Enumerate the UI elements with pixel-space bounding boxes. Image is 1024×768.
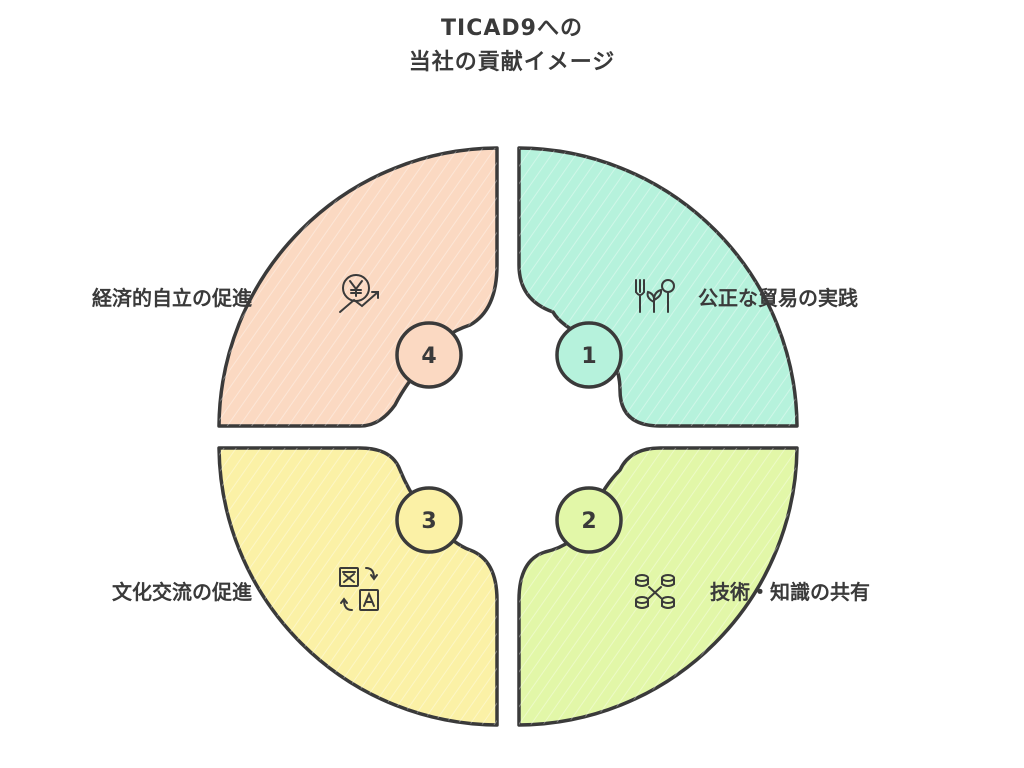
number-2: 2 bbox=[581, 509, 596, 534]
quadrant-1-hatch bbox=[519, 148, 797, 426]
quadrant-2-hatch bbox=[519, 448, 797, 725]
number-3: 3 bbox=[421, 509, 436, 534]
number-badge-4: 4 bbox=[395, 321, 463, 389]
utensils-plant-icon bbox=[635, 279, 675, 313]
yen-growth-icon bbox=[339, 274, 379, 313]
label-item-3: 文化交流の促進 bbox=[112, 580, 252, 604]
number-badge-2: 2 bbox=[555, 486, 623, 554]
number-badge-1: 1 bbox=[555, 321, 623, 389]
number-4: 4 bbox=[421, 344, 436, 369]
label-item-2: 技術・知識の共有 bbox=[710, 580, 870, 604]
diagram-title: TICAD9への 当社の貢献イメージ bbox=[0, 12, 1024, 80]
network-exchange-icon bbox=[635, 574, 675, 609]
title-line-2: 当社の貢献イメージ bbox=[408, 50, 616, 75]
label-item-4: 経済的自立の促進 bbox=[92, 286, 252, 310]
label-item-1: 公正な貿易の実践 bbox=[698, 286, 858, 310]
number-1: 1 bbox=[581, 344, 596, 369]
number-badge-3: 3 bbox=[395, 486, 463, 554]
translate-icon bbox=[339, 567, 379, 611]
title-line-1: TICAD9への bbox=[441, 16, 583, 41]
